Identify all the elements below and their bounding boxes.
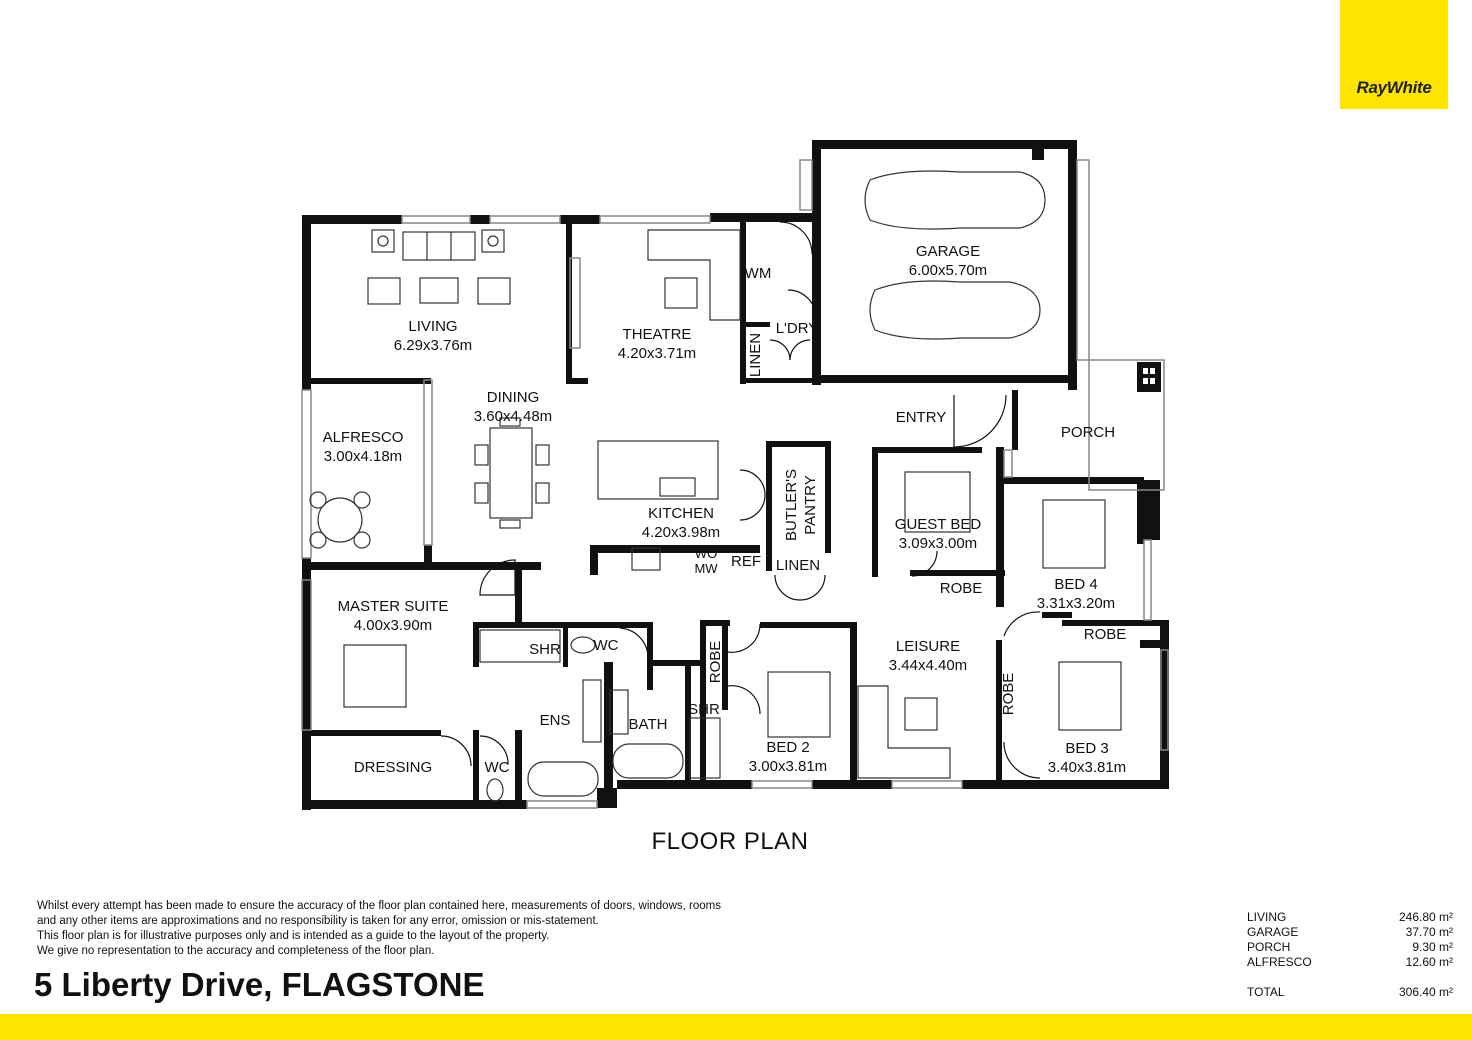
- fixtures-and-furniture: [309, 170, 1122, 802]
- room-dressing-label: DRESSING: [354, 759, 432, 776]
- area-total-row: TOTAL 306.40 m²: [1247, 985, 1453, 1000]
- area-label: ALFRESCO: [1247, 955, 1312, 969]
- disclaimer-line: and any other items are approximations a…: [37, 915, 599, 927]
- area-total-label: TOTAL: [1247, 985, 1285, 999]
- room-ensuite-wc-label: WC: [594, 637, 619, 654]
- room-robe-bed2-label: ROBE: [707, 641, 724, 684]
- brand-footer-bar: [0, 1014, 1472, 1040]
- area-value: 246.80 m²: [1398, 910, 1453, 924]
- room-robe-bed4-label: ROBE: [1084, 626, 1127, 643]
- property-address: 5 Liberty Drive, FLAGSTONE: [34, 966, 485, 1003]
- disclaimer: Whilst every attempt has been made to en…: [37, 899, 797, 959]
- area-row: ALFRESCO 12.60 m²: [1247, 955, 1453, 970]
- area-row: LIVING 246.80 m²: [1247, 910, 1453, 925]
- door-swings: [440, 221, 1041, 779]
- area-label: LIVING: [1247, 910, 1287, 924]
- room-ensuite-label: ENS: [540, 712, 571, 729]
- area-value: 37.70 m²: [1405, 925, 1453, 939]
- area-summary: LIVING 246.80 m² GARAGE 37.70 m² PORCH 9.30…: [1247, 910, 1453, 1000]
- windows-and-light-lines: [301, 159, 1169, 809]
- room-laundry-label: L'DRY: [776, 320, 819, 337]
- floor-plan-title: FLOOR PLAN: [651, 828, 809, 855]
- room-bath-label: BATH: [629, 716, 668, 733]
- room-entry-label: ENTRY: [896, 409, 947, 426]
- room-ensuite-shower-label: SHR: [529, 641, 561, 658]
- disclaimer-line: This floor plan is for illustrative purp…: [37, 930, 550, 942]
- area-label: PORCH: [1247, 940, 1291, 954]
- logo-text: RayWhite: [1356, 78, 1432, 97]
- porch-post-holes: [1143, 368, 1155, 384]
- area-total-value: 306.40 m²: [1398, 985, 1453, 999]
- area-row: PORCH 9.30 m²: [1247, 940, 1453, 955]
- area-value: 12.60 m²: [1405, 955, 1453, 969]
- room-porch-label: PORCH: [1061, 424, 1115, 441]
- room-linen-2-label: LINEN: [776, 557, 820, 574]
- walls: [302, 140, 1169, 810]
- area-label: GARAGE: [1247, 925, 1299, 939]
- appliance-ref-label: REF: [731, 553, 761, 570]
- disclaimer-line: Whilst every attempt has been made to en…: [37, 900, 721, 912]
- area-row: GARAGE 37.70 m²: [1247, 925, 1453, 940]
- disclaimer-line: We give no representation to the accurac…: [37, 945, 435, 957]
- room-linen-1-label: LINEN: [747, 333, 764, 377]
- porch-posts: [1137, 362, 1161, 392]
- area-value: 9.30 m²: [1412, 940, 1453, 954]
- room-wm-label: WM: [745, 265, 772, 282]
- room-bath-shower-label: SHR: [688, 701, 720, 718]
- room-dressing-wc-label: WC: [485, 759, 510, 776]
- room-robe-guest-label: ROBE: [940, 580, 983, 597]
- room-robe-bed3-label: ROBE: [1000, 673, 1017, 716]
- raywhite-logo: RayWhite: [1340, 0, 1448, 109]
